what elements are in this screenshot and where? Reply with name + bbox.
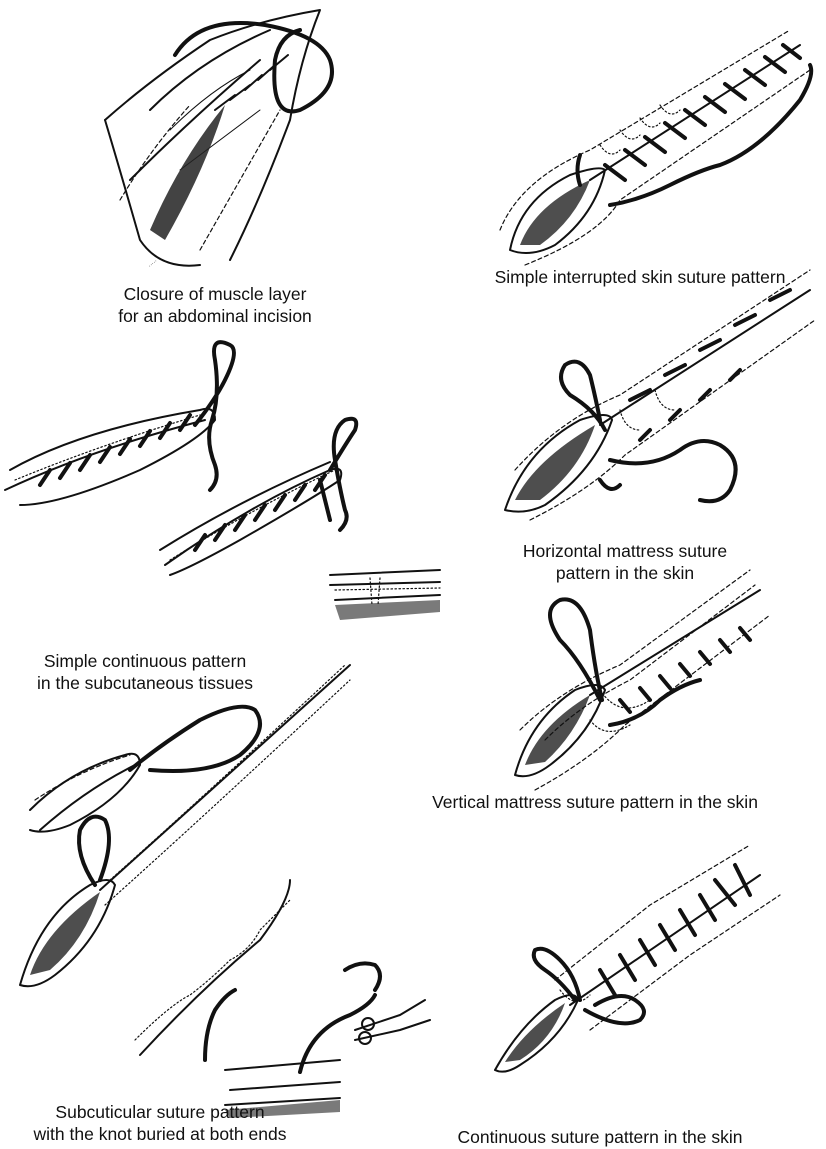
caption-line: Continuous suture pattern in the skin	[415, 1126, 785, 1148]
caption-line: with the knot buried at both ends	[10, 1123, 310, 1145]
caption-line: Vertical mattress suture pattern in the …	[380, 791, 810, 813]
muscle-closure-illustration: ·····	[105, 10, 332, 270]
vertical-mattress-illustration	[515, 570, 770, 790]
svg-text:·····: ·····	[147, 259, 159, 270]
simple-continuous-illustration	[5, 342, 440, 620]
caption-vertical-mattress: Vertical mattress suture pattern in the …	[380, 791, 810, 813]
caption-line: pattern in the skin	[495, 562, 755, 584]
simple-interrupted-illustration	[500, 30, 811, 265]
caption-line: Simple interrupted skin suture pattern	[460, 266, 820, 288]
horizontal-mattress-illustration	[505, 270, 815, 520]
caption-line: for an abdominal incision	[95, 305, 335, 327]
caption-continuous-skin: Continuous suture pattern in the skin	[415, 1126, 785, 1148]
caption-simple-interrupted: Simple interrupted skin suture pattern	[460, 266, 820, 288]
caption-line: Subcuticular suture pattern	[10, 1101, 310, 1123]
caption-simple-continuous: Simple continuous pattern in the subcuta…	[0, 650, 290, 694]
caption-subcuticular: Subcuticular suture pattern with the kno…	[10, 1101, 310, 1145]
caption-line: Horizontal mattress suture	[495, 540, 755, 562]
caption-line: Simple continuous pattern	[0, 650, 290, 672]
subcuticular-illustration	[20, 665, 430, 1118]
caption-line: in the subcutaneous tissues	[0, 672, 290, 694]
continuous-skin-illustration	[495, 845, 780, 1072]
caption-horizontal-mattress: Horizontal mattress suture pattern in th…	[495, 540, 755, 584]
caption-muscle-closure: Closure of muscle layer for an abdominal…	[95, 283, 335, 327]
caption-line: Closure of muscle layer	[95, 283, 335, 305]
